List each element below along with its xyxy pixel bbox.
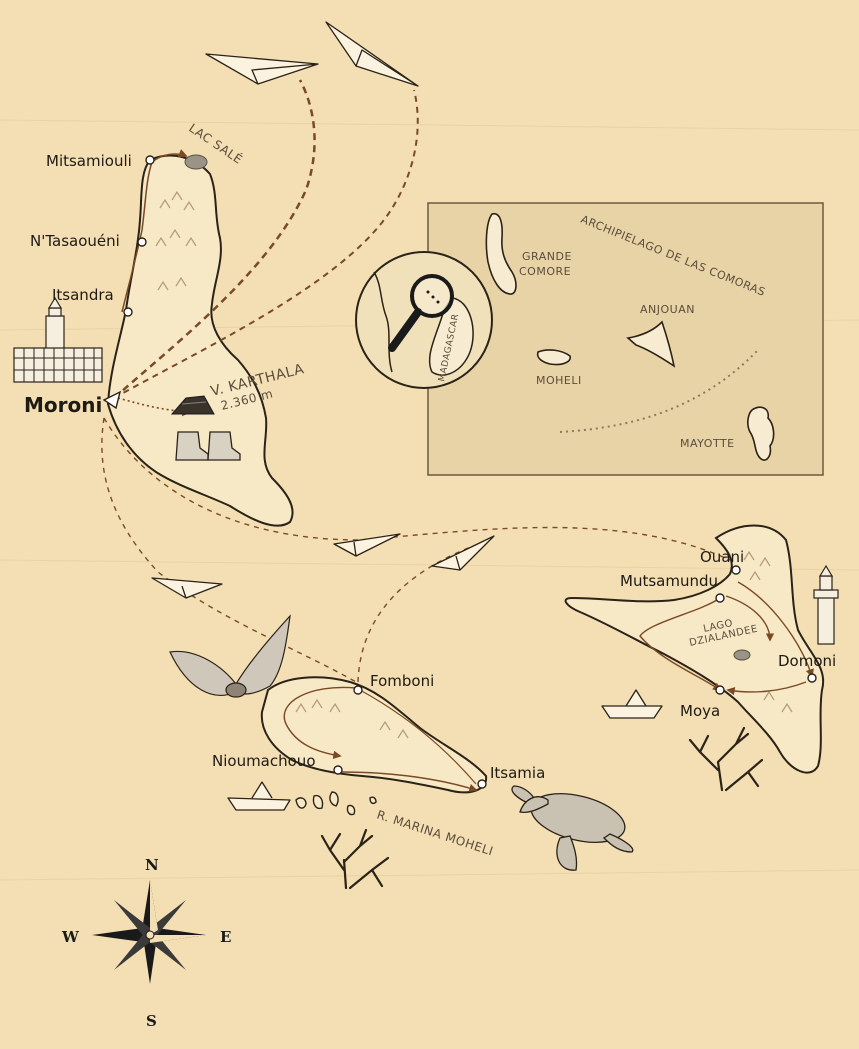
town-dot-mutsamundu xyxy=(715,593,725,603)
town-dot-moya xyxy=(715,685,725,695)
compass-rose-icon xyxy=(92,880,206,984)
town-dot-ouani xyxy=(731,565,741,575)
route-anjouan-east xyxy=(737,581,814,678)
paper-plane-icon xyxy=(431,535,495,571)
route-moroni-ouani xyxy=(103,417,731,561)
coral-icon xyxy=(688,726,764,792)
town-label-ntasaoueni: N'Tasaouéni xyxy=(30,232,120,250)
lago-dzialandee-lake xyxy=(733,649,751,661)
inset-island-grande-comore xyxy=(485,213,517,295)
island-grande-comore xyxy=(106,154,294,527)
compass-east: E xyxy=(220,928,231,946)
town-markers xyxy=(123,155,817,789)
route-domoni-moya xyxy=(726,681,807,696)
island-anjouan xyxy=(564,524,825,774)
route-moheli-west xyxy=(283,686,357,760)
paper-plane-icon xyxy=(151,577,223,599)
paper-plane-icon xyxy=(333,533,401,557)
plane-icons xyxy=(151,21,495,599)
moheli-islets xyxy=(295,791,377,816)
hiking-boots-icon xyxy=(175,431,241,461)
compass-south: S xyxy=(146,1012,157,1030)
inset-island-anjouan xyxy=(626,320,676,368)
route-anjouan-west xyxy=(639,597,722,691)
route-moheli-east xyxy=(359,689,477,785)
route-anjouan-lake xyxy=(725,595,775,642)
route-flight-north-2 xyxy=(113,89,419,399)
inset-label-moheli: MOHELI xyxy=(536,374,582,387)
town-label-fomboni: Fomboni xyxy=(370,672,434,690)
magnifier-icon xyxy=(388,274,454,352)
inset-island-moheli xyxy=(536,349,572,366)
volcano-icon xyxy=(170,395,215,415)
route-moheli-south xyxy=(339,771,478,793)
africa-coast xyxy=(373,271,393,373)
capital-marker-moroni xyxy=(102,390,122,410)
bat-icon xyxy=(169,614,291,698)
inset-label-grande-comore-1: GRANDE xyxy=(522,250,572,263)
locator-globe: MADAGASCAR xyxy=(355,251,493,389)
paper-boat-icon xyxy=(227,781,291,811)
inset-label-anjouan: ANJOUAN xyxy=(640,303,695,316)
town-label-itsamia: Itsamia xyxy=(490,764,545,782)
grande-comore-relief xyxy=(155,190,197,291)
boat-icons xyxy=(227,689,663,811)
town-dot-mitsamiouli xyxy=(145,155,155,165)
town-dot-ntasaoueni xyxy=(137,237,147,247)
madagascar-shape xyxy=(428,297,474,376)
paper-boat-icon xyxy=(601,689,663,719)
coral-icon xyxy=(320,828,390,890)
travel-routes xyxy=(101,79,814,793)
inset-archipelago: ARCHIPIELAGO DE LAS COMORAS GRANDE COMOR… xyxy=(427,202,824,476)
compass-north: N xyxy=(145,856,159,874)
town-dot-itsandra xyxy=(123,307,133,317)
inset-label-mayotte: MAYOTTE xyxy=(680,437,735,450)
paper-plane-icon xyxy=(325,21,419,87)
town-label-domoni: Domoni xyxy=(778,652,836,670)
compass-west: W xyxy=(61,928,80,946)
town-label-moroni: Moroni xyxy=(24,393,102,417)
town-label-mutsamundu: Mutsamundu xyxy=(620,572,718,590)
paper-plane-icon xyxy=(205,53,319,85)
anjouan-relief xyxy=(743,550,793,713)
moheli-relief xyxy=(295,698,409,739)
route-grande-comore-coast xyxy=(121,149,188,313)
town-label-mitsamiouli: Mitsamiouli xyxy=(46,152,132,170)
lac-sale-lake xyxy=(184,154,208,170)
inset-label-grande-comore-2: COMORE xyxy=(519,265,571,278)
route-moroni-fomboni xyxy=(101,417,357,683)
inset-island-mayotte xyxy=(747,406,775,461)
town-label-nioumachouo: Nioumachouo xyxy=(212,752,316,770)
route-fomboni-anjouan xyxy=(357,539,491,683)
moroni-mosque-icon xyxy=(13,296,103,383)
town-dot-nioumachouo xyxy=(333,765,343,775)
town-label-itsandra: Itsandra xyxy=(52,286,114,304)
town-dot-fomboni xyxy=(353,685,363,695)
domoni-minaret-icon xyxy=(813,564,839,645)
town-dot-itsamia xyxy=(477,779,487,789)
town-label-ouani: Ouani xyxy=(700,548,744,566)
turtle-icon xyxy=(511,785,634,871)
town-label-moya: Moya xyxy=(680,702,720,720)
town-dot-domoni xyxy=(807,673,817,683)
